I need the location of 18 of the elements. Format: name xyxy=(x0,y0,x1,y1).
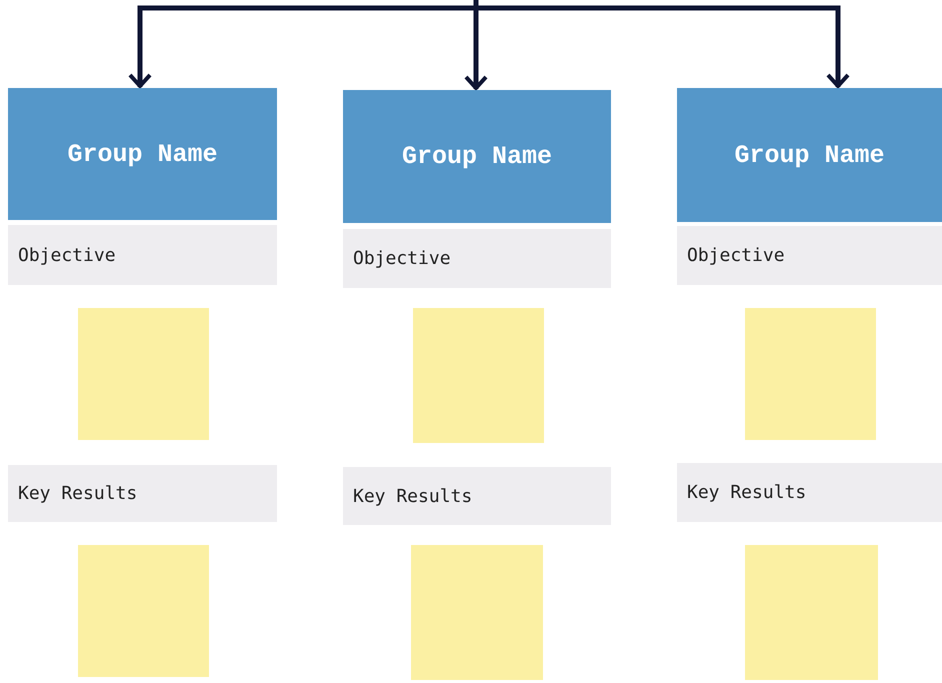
group-name: Group Name xyxy=(402,142,552,171)
group-header xyxy=(8,88,277,220)
sticky-note xyxy=(78,308,209,440)
section-label: Objective xyxy=(687,245,785,266)
section-label: Key Results xyxy=(687,482,806,503)
sticky-note xyxy=(78,545,209,677)
group-name: Group Name xyxy=(67,140,218,168)
sticky-note xyxy=(745,308,876,440)
group-header xyxy=(343,90,611,223)
sticky-note xyxy=(413,308,544,443)
group-header xyxy=(677,88,942,222)
sticky-note xyxy=(411,545,543,680)
section-label: Key Results xyxy=(18,483,138,504)
section-label: Key Results xyxy=(353,486,472,506)
section-label: Objective xyxy=(353,248,451,269)
sticky-note xyxy=(745,545,878,680)
section-label: Objective xyxy=(18,244,116,266)
group-name: Group Name xyxy=(734,140,885,170)
